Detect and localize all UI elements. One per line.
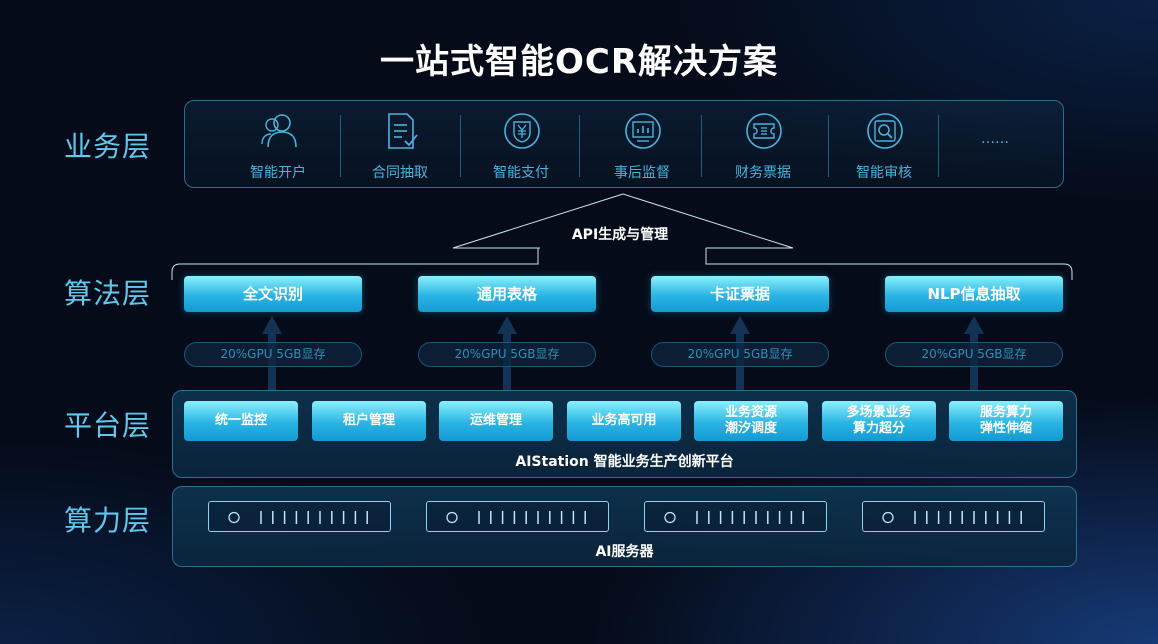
gpu-allocation-badge: 20%GPU 5GB显存 [885, 342, 1063, 367]
server-unit [862, 501, 1045, 532]
business-item-account-opening[interactable]: 智能开户 [223, 101, 333, 189]
divider [340, 115, 341, 177]
server-indicator-light [664, 511, 676, 524]
platform-elastic-scaling[interactable]: 服务算力 弹性伸缩 [949, 401, 1063, 441]
gpu-allocation-badge: 20%GPU 5GB显存 [651, 342, 829, 367]
server-icon [882, 511, 1022, 524]
monitor-chart-icon [625, 113, 661, 149]
layer-label-platform: 平台层 [64, 409, 152, 442]
platform-high-availability[interactable]: 业务高可用 [567, 401, 681, 441]
gpu-allocation-badge: 20%GPU 5GB显存 [184, 342, 362, 367]
algo-card-bill[interactable]: 卡证票据 [651, 276, 829, 312]
server-icon [446, 511, 586, 524]
platform-caption: AIStation 智能业务生产创新平台 [515, 454, 734, 470]
search-icon [867, 113, 903, 149]
page-title: 一站式智能OCR解决方案 [379, 42, 779, 82]
layer-label-compute: 算力层 [64, 504, 152, 537]
business-layer-panel: 智能开户 合同抽取 智能支付 事后监督 [184, 100, 1064, 188]
compute-caption: AI服务器 [595, 544, 654, 560]
gpu-allocation-badge: 20%GPU 5GB显存 [418, 342, 596, 367]
ticket-icon [746, 113, 782, 149]
business-item-label: 事后监督 [614, 165, 670, 181]
algo-nlp-extraction[interactable]: NLP信息抽取 [885, 276, 1063, 312]
business-item-smart-payment[interactable]: 智能支付 [466, 101, 576, 189]
platform-unified-monitoring[interactable]: 统一监控 [184, 401, 298, 441]
server-unit [426, 501, 609, 532]
platform-compute-oversubscription[interactable]: 多场景业务 算力超分 [822, 401, 936, 441]
divider [579, 115, 580, 177]
business-item-label: 智能审核 [856, 165, 912, 181]
business-item-financial-bills[interactable]: 财务票据 [708, 101, 818, 189]
platform-tenant-management[interactable]: 租户管理 [312, 401, 426, 441]
business-item-label: 合同抽取 [372, 165, 428, 181]
server-unit [644, 501, 827, 532]
server-indicator-light [446, 511, 458, 524]
more-items-ellipsis: …… [981, 131, 1009, 147]
business-item-post-supervision[interactable]: 事后监督 [587, 101, 697, 189]
algo-full-text-recognition[interactable]: 全文识别 [184, 276, 362, 312]
document-check-icon [388, 113, 418, 149]
business-item-label: 财务票据 [735, 165, 791, 181]
server-unit [208, 501, 391, 532]
users-icon [261, 114, 297, 148]
layer-label-business: 业务层 [64, 130, 152, 163]
platform-tidal-scheduling[interactable]: 业务资源 潮汐调度 [694, 401, 808, 441]
algo-general-table[interactable]: 通用表格 [418, 276, 596, 312]
business-item-contract-extraction[interactable]: 合同抽取 [345, 101, 455, 189]
business-item-smart-review[interactable]: 智能审核 [829, 101, 939, 189]
business-item-label: 智能开户 [250, 165, 306, 181]
server-icon [228, 511, 368, 524]
divider [460, 115, 461, 177]
divider [938, 115, 939, 177]
server-indicator-light [882, 511, 894, 524]
platform-ops-management[interactable]: 运维管理 [439, 401, 553, 441]
server-indicator-light [228, 511, 240, 524]
layer-label-algorithm: 算法层 [64, 277, 152, 310]
divider [701, 115, 702, 177]
api-management-label: API生成与管理 [571, 227, 669, 243]
yuan-shield-icon [504, 113, 540, 149]
server-icon [664, 511, 804, 524]
divider [828, 115, 829, 177]
business-item-label: 智能支付 [493, 165, 549, 181]
